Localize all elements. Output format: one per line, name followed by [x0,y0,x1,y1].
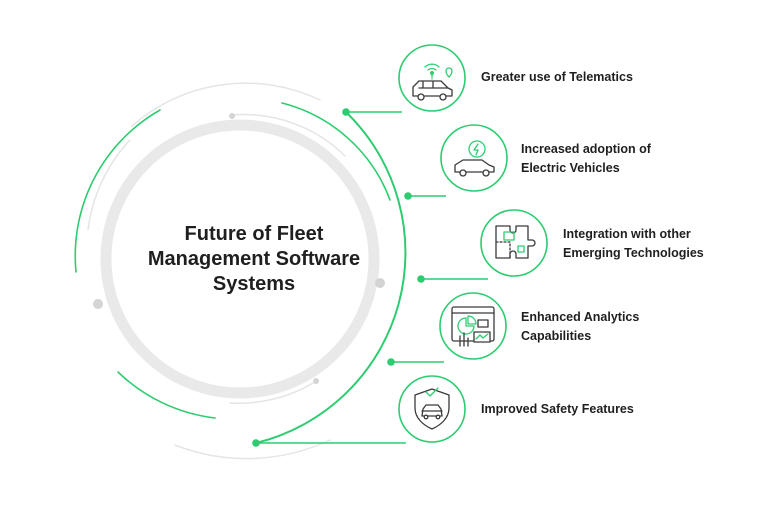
item-label-safety: Improved Safety Features [481,400,634,419]
green-arc-left-top [74,109,161,273]
green-arc-left-bottom [117,371,216,419]
gray-arc-left [87,139,131,231]
item-label-emerging-technologies: Integration with other Emerging Technolo… [563,225,704,263]
item-label-line: Integration with other [563,227,691,241]
safety-shield-icon [414,387,450,430]
analytics-dashboard-icon [451,306,495,347]
item-label-telematics: Greater use of Telematics [481,68,633,87]
gray-dot-left [93,299,103,309]
accent-arcs [74,102,407,444]
center-title-line-3: Systems [212,273,296,295]
item-label-line: Improved Safety Features [481,402,634,416]
decorative-rings [87,82,380,460]
item-label-line: Greater use of Telematics [481,70,633,84]
green-outer-arc [255,111,407,444]
gray-arc-inner-bottom [229,379,319,405]
item-label-analytics: Enhanced Analytics Capabilities [521,308,639,346]
gray-arc-inner-top [231,113,346,157]
center-title-line-1: Future of Fleet [184,223,324,245]
green-arc-right-top [281,102,391,201]
arc-dots [252,108,425,447]
gray-dot-top [229,113,235,119]
gray-arc-top [131,82,321,127]
puzzle-icon [495,225,536,259]
arc-dot-2 [404,192,412,200]
arc-dot-3 [417,275,425,283]
electric-vehicle-icon [454,140,495,177]
item-label-line: Increased adoption of [521,142,651,156]
icon-circle-2 [440,124,508,192]
icon-circle-5 [398,375,466,443]
gray-dots [93,113,385,384]
telematics-car-icon [412,63,453,101]
gray-dot-right [375,278,385,288]
gray-arc-bottom [174,439,331,460]
icon-circle-3 [480,209,548,277]
item-label-line: Electric Vehicles [521,161,620,175]
gray-dot-bottom [313,378,319,384]
arc-dot-1 [342,108,350,116]
center-title: Future of Fleet Management Software Syst… [126,222,382,297]
item-label-line: Enhanced Analytics [521,310,640,324]
arc-dot-5 [252,439,260,447]
item-label-line: Capabilities [521,329,592,343]
item-label-line: Emerging Technologies [563,246,704,260]
center-title-line-2: Management Software [147,248,361,270]
item-label-electric-vehicles: Increased adoption of Electric Vehicles [521,140,651,178]
arc-dot-4 [387,358,395,366]
inner-disk-ring [100,119,380,399]
icon-circles [398,44,548,443]
connectors [256,111,488,444]
